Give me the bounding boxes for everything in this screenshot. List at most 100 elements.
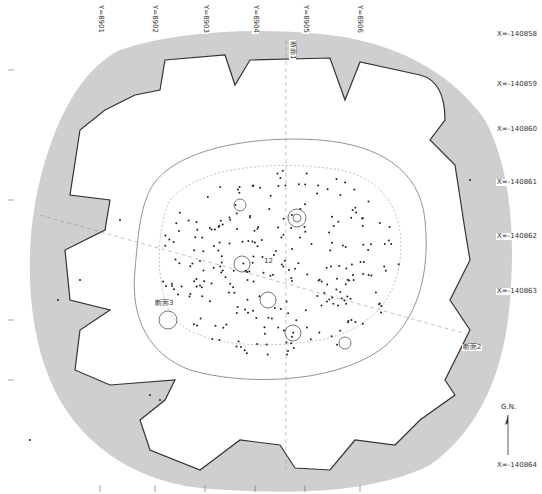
- find-dot: [347, 279, 349, 281]
- find-dot: [233, 270, 235, 272]
- find-dot: [274, 307, 276, 309]
- grid-coordinate: X=-140863: [496, 288, 538, 295]
- find-dot: [225, 323, 227, 325]
- find-dot: [323, 292, 325, 294]
- find-dot: [164, 245, 166, 247]
- find-dot: [181, 286, 183, 288]
- find-dot: [239, 186, 241, 188]
- find-dot: [292, 332, 294, 334]
- grid-coordinate: Y=8901: [97, 4, 104, 34]
- find-dot: [299, 237, 301, 239]
- find-dot: [370, 275, 372, 277]
- grid-coordinate: Y=8902: [151, 4, 158, 34]
- find-dot: [271, 318, 273, 320]
- find-dot: [328, 299, 330, 301]
- find-dot: [291, 336, 293, 338]
- find-dot: [188, 220, 190, 222]
- find-dot: [179, 212, 181, 214]
- find-dot: [201, 286, 203, 288]
- find-dot: [327, 188, 329, 190]
- find-dot: [267, 317, 269, 319]
- find-dot: [286, 353, 288, 355]
- find-dot: [380, 311, 382, 313]
- find-dot: [225, 276, 227, 278]
- find-dot: [290, 277, 292, 279]
- find-dot: [255, 317, 257, 319]
- find-dot: [343, 300, 345, 302]
- find-dot: [247, 299, 249, 301]
- find-dot: [339, 330, 341, 332]
- feature-number: 12: [263, 258, 274, 265]
- find-dot: [272, 274, 274, 276]
- find-dot: [469, 179, 471, 181]
- section-label: 断面1: [289, 40, 296, 60]
- find-dot: [384, 243, 386, 245]
- find-dot: [287, 350, 289, 352]
- find-dot: [284, 260, 286, 262]
- grid-coordinate: X=-140864: [496, 462, 538, 469]
- find-dot: [288, 269, 290, 271]
- find-dot: [332, 303, 334, 305]
- find-dot: [267, 353, 269, 355]
- floor-contour: [159, 165, 401, 344]
- find-dot: [209, 300, 211, 302]
- find-dot: [287, 312, 289, 314]
- find-dot: [209, 227, 211, 229]
- find-dot: [277, 173, 279, 175]
- find-dot: [213, 245, 215, 247]
- find-dot: [316, 295, 318, 297]
- find-dot: [203, 269, 205, 271]
- find-dot: [336, 178, 338, 180]
- find-dot: [345, 246, 347, 248]
- find-dot: [222, 327, 224, 329]
- find-dot: [222, 269, 224, 271]
- find-dot: [237, 306, 239, 308]
- find-dot: [342, 245, 344, 247]
- find-dot: [305, 309, 307, 311]
- find-dot: [291, 214, 293, 216]
- find-dot: [336, 278, 338, 280]
- find-dot: [339, 291, 341, 293]
- grid-coordinate: X=-140859: [496, 81, 538, 88]
- find-dot: [361, 218, 363, 220]
- find-dot: [173, 241, 175, 243]
- post-hole: [234, 199, 246, 211]
- find-dot: [235, 204, 237, 206]
- find-dot: [257, 245, 259, 247]
- find-dot: [338, 265, 340, 267]
- find-dot: [254, 230, 256, 232]
- find-dot: [171, 285, 173, 287]
- find-dot: [213, 267, 215, 269]
- find-dot: [330, 266, 332, 268]
- post-hole: [339, 337, 351, 349]
- find-dot: [318, 280, 320, 282]
- find-dot: [398, 263, 400, 265]
- find-dot: [162, 281, 164, 283]
- find-dot: [193, 323, 195, 325]
- find-dot: [283, 330, 285, 332]
- find-dot: [310, 338, 312, 340]
- find-dot: [328, 231, 330, 233]
- find-dot: [57, 299, 59, 301]
- find-dot: [362, 217, 364, 219]
- find-dot: [264, 326, 266, 328]
- find-dot: [368, 274, 370, 276]
- find-dot: [282, 170, 284, 172]
- find-dot: [246, 271, 248, 273]
- find-dot: [370, 243, 372, 245]
- find-dot: [177, 294, 179, 296]
- find-dot: [229, 219, 231, 221]
- find-dot: [336, 344, 338, 346]
- find-dot: [275, 250, 277, 252]
- section-label: 断面2: [462, 344, 482, 351]
- find-dot: [347, 320, 349, 322]
- find-dot: [249, 215, 251, 217]
- find-dot: [29, 439, 31, 441]
- find-dot: [214, 229, 216, 231]
- find-dot: [344, 182, 346, 184]
- find-dot: [362, 225, 364, 227]
- find-dot: [238, 340, 240, 342]
- floor-contour: [134, 139, 426, 379]
- find-dot: [256, 343, 258, 345]
- find-dot: [191, 263, 193, 265]
